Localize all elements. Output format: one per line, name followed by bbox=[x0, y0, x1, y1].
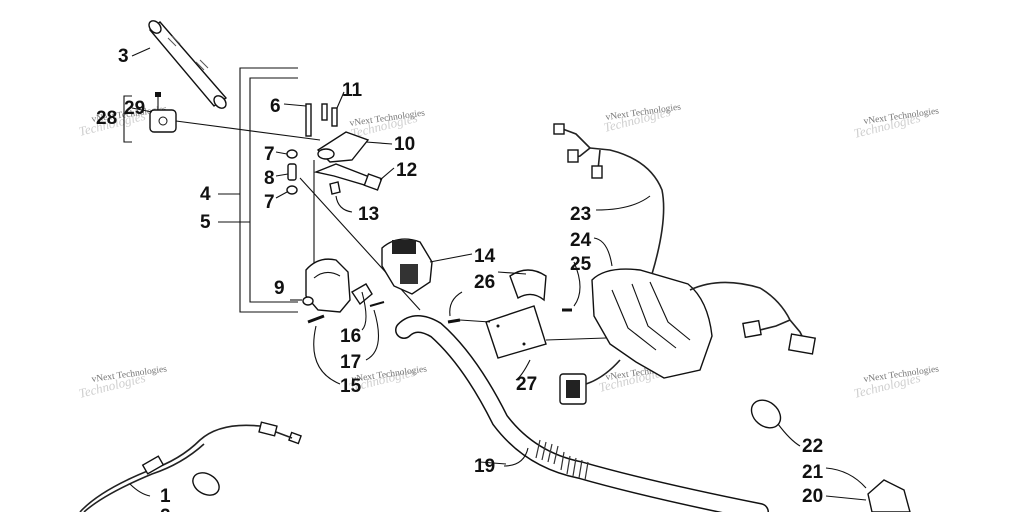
control-housing-part-24 bbox=[559, 237, 713, 405]
callout-21: 21 bbox=[802, 462, 824, 483]
callout-25: 25 bbox=[570, 254, 592, 275]
callout-2: 2 bbox=[160, 506, 171, 512]
callout-17: 17 bbox=[340, 352, 361, 373]
leader-lines bbox=[131, 47, 527, 465]
callout-1: 1 bbox=[160, 486, 171, 507]
throttle-cable-part-1 bbox=[79, 421, 302, 512]
callout-24: 24 bbox=[570, 230, 592, 251]
callout-6: 6 bbox=[270, 96, 281, 117]
callout-27: 27 bbox=[516, 374, 537, 395]
connector-part-20 bbox=[825, 467, 911, 512]
callout-29: 29 bbox=[124, 98, 145, 119]
callout-20: 20 bbox=[802, 486, 823, 507]
watermark-layer: Technologies vNext Technologies Technolo… bbox=[77, 102, 940, 400]
pins-part-6-11 bbox=[283, 91, 345, 137]
callout-12: 12 bbox=[396, 160, 417, 181]
callout-13: 13 bbox=[358, 204, 379, 225]
callout-14: 14 bbox=[474, 246, 496, 267]
callout-23: 23 bbox=[570, 204, 591, 225]
callout-7-bottom: 7 bbox=[264, 192, 275, 213]
washers-part-7-8 bbox=[275, 149, 298, 199]
clamp-part-28 bbox=[123, 92, 321, 143]
throttle-housing-part-9 bbox=[290, 258, 373, 313]
switch-part-14 bbox=[381, 238, 473, 295]
callout-7-top: 7 bbox=[264, 144, 275, 165]
callout-10: 10 bbox=[394, 134, 415, 155]
callout-11: 11 bbox=[342, 80, 363, 101]
callout-8: 8 bbox=[264, 168, 275, 189]
callout-28: 28 bbox=[96, 108, 117, 129]
handlebar-part-19 bbox=[395, 315, 769, 512]
callout-9: 9 bbox=[274, 278, 285, 299]
callout-16: 16 bbox=[340, 326, 361, 347]
callout-4: 4 bbox=[200, 184, 211, 205]
callout-15: 15 bbox=[340, 376, 362, 397]
callout-5: 5 bbox=[200, 212, 211, 233]
callout-19: 19 bbox=[474, 456, 495, 477]
clip-part-22 bbox=[750, 399, 801, 447]
plate-part-27 bbox=[447, 269, 607, 381]
grip-part-3 bbox=[148, 20, 228, 109]
callout-26: 26 bbox=[474, 272, 495, 293]
bracket-lines bbox=[218, 67, 298, 313]
callout-3: 3 bbox=[118, 46, 129, 67]
callout-22: 22 bbox=[802, 436, 823, 457]
block-part-13 bbox=[329, 181, 353, 213]
lever-part-10-12 bbox=[313, 131, 395, 191]
wiring-harness-part-23 bbox=[553, 123, 817, 355]
callout-labels: 3 29 28 6 11 10 12 7 8 7 4 5 13 14 9 16 … bbox=[96, 46, 824, 512]
screws-part-15-17 bbox=[307, 291, 385, 385]
